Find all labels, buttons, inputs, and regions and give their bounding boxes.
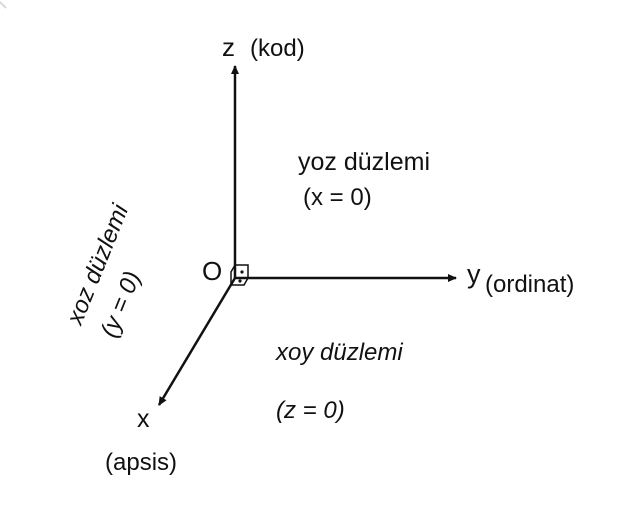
corner-mark [0, 1, 7, 9]
origin-right-angle-marker [229, 264, 249, 286]
x-axis [157, 277, 237, 406]
xoy-plane-name: xoy düzlemi [275, 339, 403, 366]
yoz-plane-name: yoz düzlemi [298, 148, 430, 176]
yoz-plane-equation: (x = 0) [303, 184, 372, 211]
z-axis-letter: z [222, 32, 235, 62]
xoy-plane-equation: (z = 0) [276, 397, 345, 424]
x-axis-name: (apsis) [105, 449, 177, 476]
x-axis-letter: x [137, 405, 150, 433]
origin-label: O [202, 256, 222, 286]
z-axis-name: (kod) [250, 35, 305, 62]
y-axis-name: (ordinat) [485, 271, 574, 298]
y-axis-letter: y [467, 259, 481, 289]
